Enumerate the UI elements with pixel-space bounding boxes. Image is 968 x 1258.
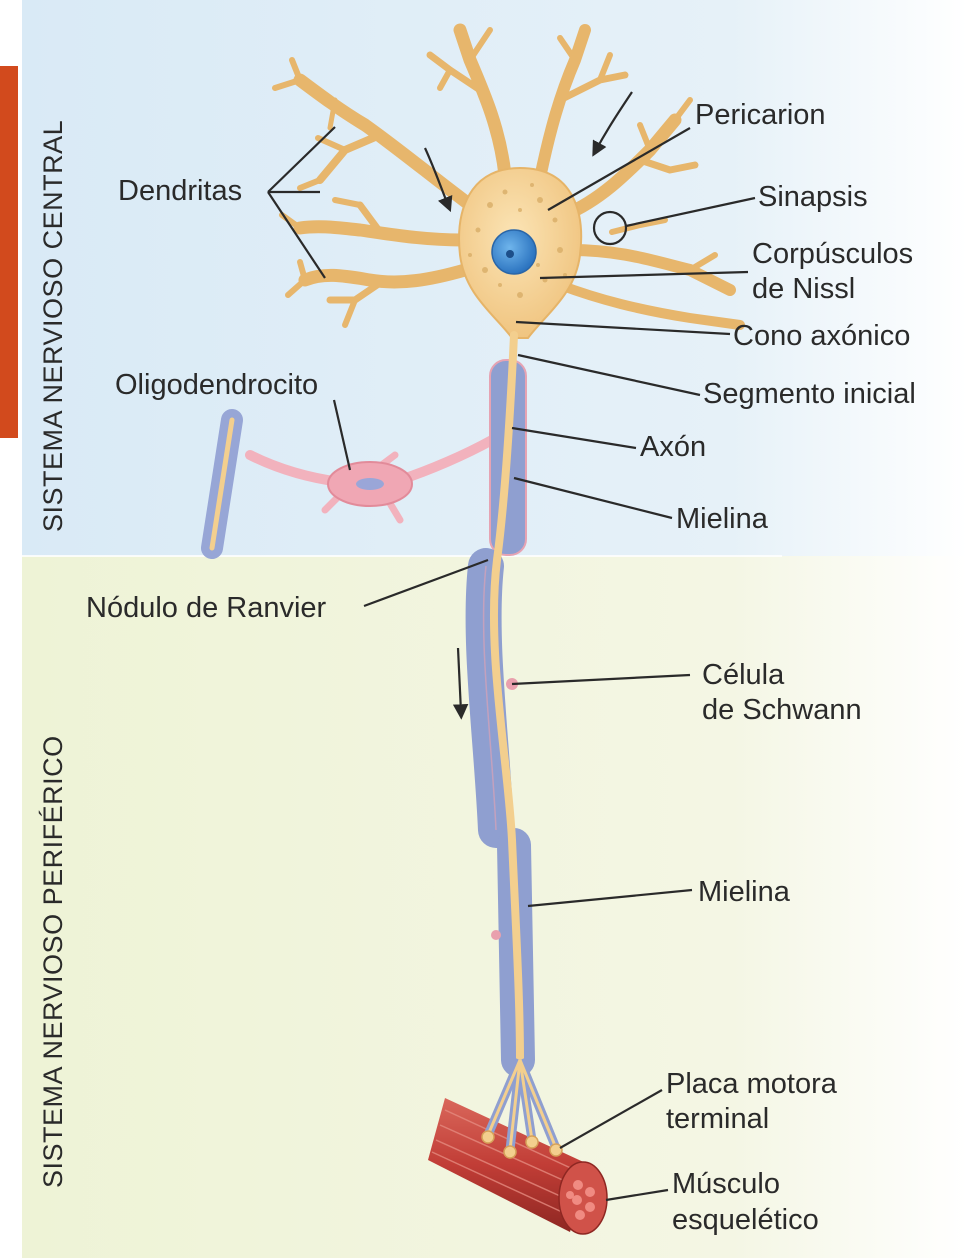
label-cono-axonico: Cono axónico xyxy=(733,320,910,352)
label-placa-line1: Placa motora xyxy=(666,1068,838,1100)
label-axon: Axón xyxy=(640,431,706,463)
cns-region-label: SISTEMA NERVIOSO CENTRAL xyxy=(38,120,68,532)
label-mielina-central: Mielina xyxy=(676,503,769,535)
label-mielina-peripheral: Mielina xyxy=(698,876,791,908)
label-corpusculos-line1: Corpúsculos xyxy=(752,238,913,270)
accent-bar xyxy=(0,66,18,438)
label-nodulo-ranvier: Nódulo de Ranvier xyxy=(86,592,327,624)
label-oligodendrocito: Oligodendrocito xyxy=(115,369,318,401)
pns-region-label: SISTEMA NERVIOSO PERIFÉRICO xyxy=(38,735,68,1188)
region-divider xyxy=(22,555,782,557)
label-celula-line1: Célula xyxy=(702,659,785,691)
nucleolus xyxy=(506,250,514,258)
nucleus xyxy=(492,230,536,274)
label-corpusculos-line2: de Nissl xyxy=(752,273,855,305)
label-placa-line2: terminal xyxy=(666,1103,769,1135)
label-pericarion: Pericarion xyxy=(695,99,826,131)
label-sinapsis: Sinapsis xyxy=(758,181,868,213)
label-dendritas: Dendritas xyxy=(118,175,242,207)
oligodendrocyte-nucleus xyxy=(356,478,384,490)
label-celula-line2: de Schwann xyxy=(702,694,862,726)
label-musculo-line2: esquelético xyxy=(672,1204,819,1236)
label-segmento-inicial: Segmento inicial xyxy=(703,378,916,410)
label-musculo-line1: Músculo xyxy=(672,1168,780,1200)
